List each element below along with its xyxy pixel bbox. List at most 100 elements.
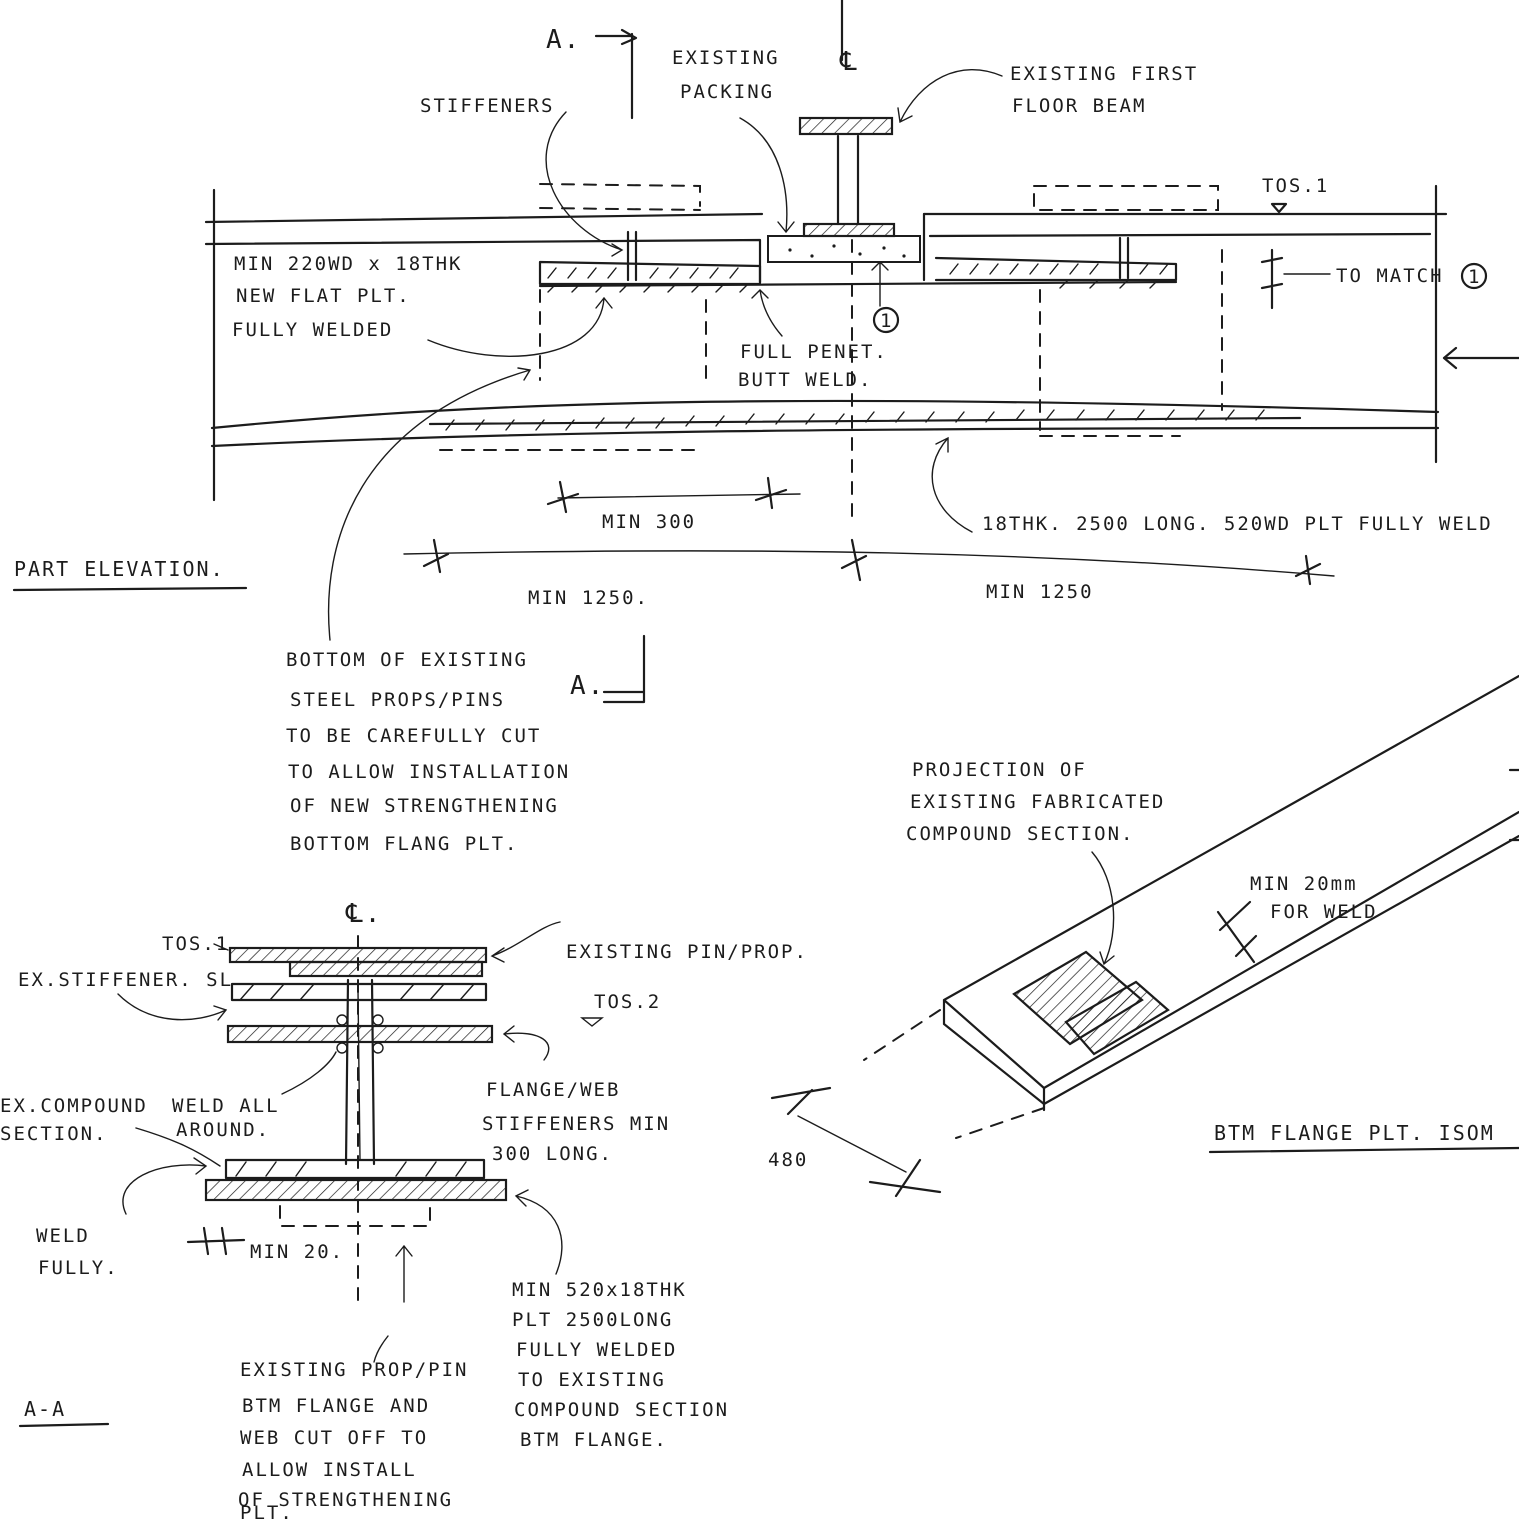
elevation-title-underline [12, 586, 248, 592]
section-existing-bottom-flange [224, 1158, 486, 1180]
min20-label: MIN 20. [250, 1241, 344, 1263]
packing-dots [788, 244, 906, 258]
existing-pin-leader [490, 921, 561, 963]
new-plate-line-1: MIN 520x18THK [512, 1279, 687, 1301]
stiffener-dashed-right [1033, 185, 1219, 211]
centerline-mark: ℄ [839, 47, 859, 77]
cut-note: BOTTOM OF EXISTING STEEL PROPS/PINS TO B… [286, 367, 568, 855]
weld-all-around-leader [281, 1051, 337, 1095]
section-existing-bottom-hatch [235, 1161, 467, 1177]
section-title: A-A [24, 1397, 66, 1421]
iso-min20-line-1: MIN 20mm [1250, 873, 1358, 895]
cut-note-line-6: BOTTOM FLANG PLT. [290, 833, 518, 855]
to-match-label: TO MATCH [1336, 265, 1444, 287]
ex-compound-line-1: EX.COMPOUND [0, 1095, 148, 1117]
existing-beam-leader [897, 68, 1003, 124]
elevation-tos: TOS.1 [1262, 175, 1329, 197]
flat-plate-weld-ticks [547, 263, 1169, 279]
to-match-circle [1460, 262, 1488, 290]
iso-projection-line-1: PROJECTION OF [912, 759, 1087, 781]
existing-packing-line-2: PACKING [680, 81, 774, 103]
butt-weld-line-1: FULL PENET. [740, 341, 888, 363]
ex-stiffener-leader [117, 993, 228, 1021]
girder-bottom-flange-upper [210, 399, 1440, 430]
to-match-ref: 1 [1468, 266, 1481, 288]
girder-bottom-flange-lower [210, 426, 1440, 448]
existing-prop-line-4: ALLOW INSTALL [242, 1459, 417, 1481]
cut-note-leader [327, 367, 532, 641]
section-web [344, 978, 376, 1166]
iso-dashed-extension [863, 1009, 1045, 1139]
iso-title-underline [1208, 1146, 1519, 1154]
butt-weld-leader [751, 289, 783, 337]
stiffener-right [1118, 236, 1130, 280]
iso-projection-line-3: COMPOUND SECTION. [906, 823, 1134, 845]
existing-prop-leader [373, 1244, 413, 1363]
tos-marker [1270, 202, 1288, 214]
girder-top-flange-upper [204, 212, 1448, 224]
iso-min20-dimension [1216, 900, 1258, 964]
section-mark-bottom: A. [570, 671, 605, 701]
flange-stiffeners-line-2: STIFFENERS MIN [482, 1113, 670, 1135]
iso-dim-480-line [797, 1115, 907, 1173]
dim-1250-line [403, 550, 1335, 577]
section-mark-top: A. [546, 25, 581, 55]
existing-prop-line-3: WEB CUT OFF TO [240, 1427, 428, 1449]
cut-note-line-3: TO BE CAREFULLY CUT [286, 725, 541, 747]
section-top-flange [228, 946, 488, 964]
ex-stiffener-label: EX.STIFFENER. SL [18, 969, 233, 991]
flat-plate-line-2: NEW FLAT PLT. [236, 285, 411, 307]
dim-left: MIN 1250. [528, 587, 649, 609]
flat-plate-leader [427, 296, 613, 357]
floor-beam-bottom-flange [802, 222, 896, 238]
ref-arrow [871, 261, 889, 307]
ref-circle [872, 306, 900, 334]
section-centerline: ℄. [345, 899, 382, 929]
dim-min300: MIN 300 [602, 511, 696, 533]
existing-beam-line-1: EXISTING FIRST [1010, 63, 1198, 85]
iso-min20-line-2: FOR WELD [1270, 901, 1378, 923]
new-plate-line-2: PLT 2500LONG [512, 1309, 673, 1331]
flat-plate-lower-weld-ticks [547, 279, 1159, 293]
ref-number: 1 [880, 310, 893, 332]
weld-fully-leader [122, 1157, 208, 1215]
butt-weld-line-2: BUTT WELD. [738, 369, 872, 391]
dim-1250-ticks [422, 538, 1322, 586]
flat-plate-left [538, 260, 762, 286]
section-weld-beads [336, 1014, 384, 1054]
existing-prop-line-1: EXISTING PROP/PIN [240, 1359, 468, 1381]
existing-prop-line-5: OF STRENGTHENING [238, 1489, 453, 1511]
iso-right-marks [1508, 768, 1519, 842]
section-cut-line-top [594, 32, 634, 120]
floor-beam-web [836, 134, 860, 226]
floor-beam-top-flange [798, 116, 894, 136]
stiffener-left [626, 230, 638, 282]
section-tos2: TOS.2 [594, 991, 661, 1013]
section-upper-stiffener-hatch [239, 983, 475, 1001]
iso-dim-480: 480 [768, 1149, 808, 1171]
flat-plate-line-1: MIN 220WD x 18THK [234, 253, 462, 275]
section-arrow-top [620, 28, 638, 46]
right-section-arrow [1442, 346, 1519, 370]
part-elevation: A. ℄ [12, 0, 1519, 704]
existing-packing-line-1: EXISTING [672, 47, 780, 69]
existing-packing [767, 235, 921, 263]
cut-note-line-5: OF NEW STRENGTHENING [290, 795, 559, 817]
stiffeners-leader [545, 111, 624, 257]
dim-300-line [557, 493, 801, 499]
section-cut-line-bottom [602, 634, 646, 704]
section-new-plate [204, 1178, 508, 1202]
new-plate-line-5: COMPOUND SECTION [514, 1399, 729, 1421]
tos2-marker [580, 1017, 604, 1027]
existing-beam-line-2: FLOOR BEAM [1012, 95, 1146, 117]
ex-compound-line-2: SECTION. [0, 1123, 108, 1145]
flat-plate-right [934, 256, 1178, 282]
existing-pin-label: EXISTING PIN/PROP. [566, 941, 808, 963]
weld-all-around-line-2: AROUND. [176, 1119, 270, 1141]
weld-fully-line-2: FULLY. [38, 1257, 119, 1279]
bottom-dashed [439, 435, 1181, 451]
dim-300-ticks [546, 476, 788, 514]
to-match-dimension [1260, 248, 1284, 310]
